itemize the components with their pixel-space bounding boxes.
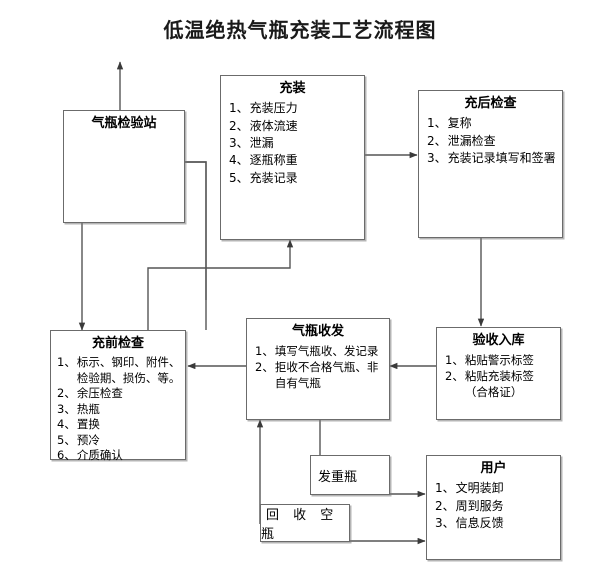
page-title: 低温绝热气瓶充装工艺流程图: [163, 18, 437, 42]
node-customer[interactable]: 用户 1、文明装卸 2、周到服务 3、信息反馈: [426, 455, 561, 560]
item-text: 热瓶: [76, 401, 100, 416]
node-item-list: 1、粘贴警示标签 2、粘贴充装标签（合格证）: [437, 352, 560, 400]
node-header: 充前检查: [91, 336, 144, 351]
node-header: 气瓶收发: [291, 324, 344, 339]
node-send-full-cylinder[interactable]: 发重瓶: [310, 455, 390, 495]
list-item: 2、周到服务: [435, 498, 556, 515]
item-number: 5、: [57, 432, 76, 447]
list-item: 5、充装记录: [229, 170, 360, 187]
node-item-list: 1、复称 2、泄漏检查 3、充装记录填写和签署: [419, 115, 562, 167]
item-text: 充装记录填写和签署: [447, 151, 556, 166]
item-number: 2、: [435, 498, 455, 513]
node-item-list: 1、充装压力 2、液体流速 3、泄漏 4、逐瓶称重 5、充装记录: [221, 100, 364, 187]
list-item: 1、粘贴警示标签: [445, 352, 556, 368]
list-item: 1、标示、钢印、附件、检验期、损伤、等。: [57, 355, 181, 386]
item-text: 液体流速: [249, 118, 298, 133]
item-number: 2、: [229, 118, 249, 133]
node-acceptance-storage[interactable]: 验收入库 1、粘贴警示标签 2、粘贴充装标签（合格证）: [436, 327, 561, 420]
item-text: 泄漏: [249, 136, 274, 151]
list-item: 3、信息反馈: [435, 515, 556, 532]
arrow-station-to-filling: [184, 161, 207, 300]
item-number: 4、: [57, 417, 76, 432]
item-text: 填写气瓶收、发记录: [274, 344, 379, 359]
node-header: 验收入库: [472, 333, 525, 348]
item-text: 文明装卸: [455, 481, 504, 496]
node-header: 发重瓶: [318, 469, 358, 485]
item-text: 逐瓶称重: [249, 153, 298, 168]
node-header: 用户: [480, 461, 507, 476]
list-item: 4、逐瓶称重: [229, 152, 360, 169]
item-text: 粘贴充装标签（合格证）: [464, 369, 534, 400]
list-item: 3、热瓶: [57, 402, 181, 418]
list-item: 5、预冷: [57, 433, 181, 449]
item-text: 充装压力: [249, 101, 298, 116]
line-station-right-stub: [184, 161, 207, 330]
node-item-list: 1、文明装卸 2、周到服务 3、信息反馈: [427, 480, 560, 532]
item-number: 1、: [427, 116, 447, 131]
item-number: 2、: [57, 386, 76, 401]
item-number: 2、: [427, 133, 447, 148]
item-text: 标示、钢印、附件、检验期、损伤、等。: [76, 355, 181, 385]
list-item: 2、余压检查: [57, 386, 181, 402]
node-header: 充后检查: [464, 96, 517, 111]
item-number: 2、: [255, 360, 274, 375]
arrow-precheck-to-filling: [147, 239, 294, 330]
item-text: 粘贴警示标签: [464, 353, 534, 368]
item-text: 拒收不合格气瓶、非自有气瓶: [274, 360, 379, 391]
node-header: 充装: [279, 81, 306, 96]
item-text: 充装记录: [249, 170, 298, 185]
list-item: 1、文明装卸: [435, 480, 556, 497]
item-number: 1、: [57, 355, 76, 370]
list-item: 4、置换: [57, 417, 181, 433]
list-item: 2、粘贴充装标签（合格证）: [445, 368, 556, 400]
item-number: 1、: [445, 353, 464, 368]
item-number: 1、: [255, 344, 274, 359]
item-number: 5、: [229, 170, 249, 185]
item-number: 2、: [445, 369, 464, 384]
node-cylinder-dispatch[interactable]: 气瓶收发 1、填写气瓶收、发记录 2、拒收不合格气瓶、非自有气瓶: [246, 318, 390, 420]
item-text: 泄漏检查: [447, 133, 496, 148]
list-item: 1、复称: [427, 115, 558, 132]
list-item: 2、液体流速: [229, 118, 360, 135]
list-item: 1、填写气瓶收、发记录: [255, 343, 385, 359]
item-number: 6、: [57, 448, 76, 463]
item-text: 预冷: [76, 432, 100, 447]
list-item: 6、介质确认: [57, 448, 181, 464]
list-item: 2、拒收不合格气瓶、非自有气瓶: [255, 359, 385, 391]
node-header: 气瓶检验站: [91, 116, 157, 131]
node-recover-empty-cylinder[interactable]: 回 收 空 瓶: [260, 504, 350, 542]
item-number: 3、: [435, 516, 455, 531]
item-number: 3、: [57, 401, 76, 416]
item-text: 置换: [76, 417, 100, 432]
list-item: 1、充装压力: [229, 100, 360, 117]
list-item: 3、泄漏: [229, 135, 360, 152]
item-number: 1、: [229, 101, 249, 116]
node-inspection-station[interactable]: 气瓶检验站: [63, 110, 185, 223]
list-item: 2、泄漏检查: [427, 133, 558, 150]
item-text: 介质确认: [76, 448, 123, 463]
node-item-list: 1、填写气瓶收、发记录 2、拒收不合格气瓶、非自有气瓶: [247, 343, 389, 391]
item-text: 周到服务: [455, 498, 504, 513]
list-item: 3、充装记录填写和签署: [427, 150, 558, 167]
item-number: 4、: [229, 153, 249, 168]
node-pre-fill-check[interactable]: 充前检查 1、标示、钢印、附件、检验期、损伤、等。 2、余压检查 3、热瓶 4、…: [50, 330, 186, 462]
item-text: 余压检查: [76, 386, 123, 401]
node-header: 回 收 空 瓶: [261, 508, 339, 542]
item-number: 3、: [427, 151, 447, 166]
node-post-fill-check[interactable]: 充后检查 1、复称 2、泄漏检查 3、充装记录填写和签署: [418, 90, 563, 238]
item-number: 3、: [229, 136, 249, 151]
node-item-list: 1、标示、钢印、附件、检验期、损伤、等。 2、余压检查 3、热瓶 4、置换 5、…: [51, 355, 185, 464]
item-number: 1、: [435, 481, 455, 496]
node-filling[interactable]: 充装 1、充装压力 2、液体流速 3、泄漏 4、逐瓶称重 5、充装记录: [220, 75, 365, 240]
item-text: 复称: [447, 116, 472, 131]
item-text: 信息反馈: [455, 516, 504, 531]
